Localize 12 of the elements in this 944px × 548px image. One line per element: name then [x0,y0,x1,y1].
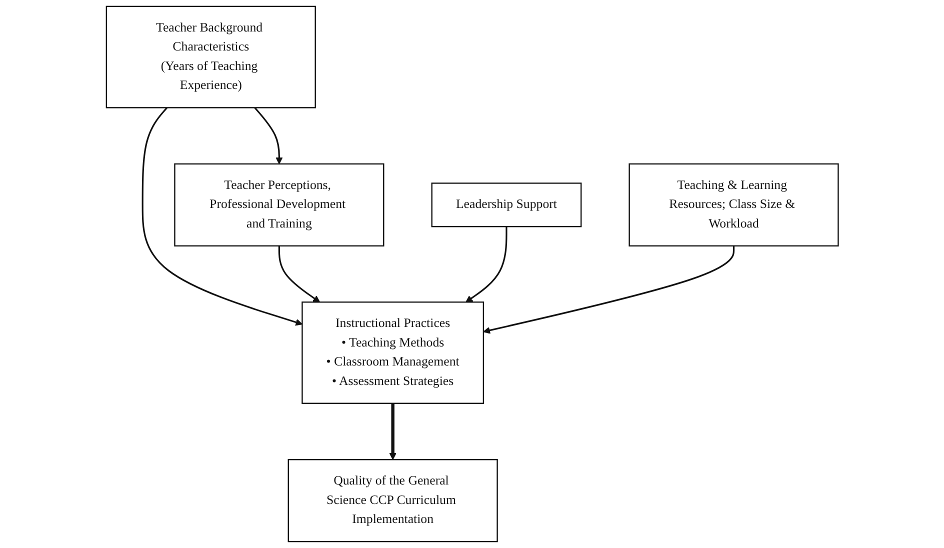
node-box: Instructional Practices • Teaching Methods • Classroom Management • Assessment Strategies [301,302,484,404]
node-box: Teacher Perceptions, Professional Development and Training [174,163,384,246]
arrow [278,246,320,302]
arrow [141,107,302,326]
node-box: Leadership Support [430,182,582,228]
node-box: Teacher Background Characteristics (Years of Teaching Experience) [106,6,316,108]
node-box: Quality of the General Science CCP Curriculum Implementation [287,459,498,542]
arrow [254,107,282,164]
arrow [482,246,734,334]
arrow [388,403,396,460]
arrow [465,226,507,302]
node-box: Teaching & Learning Resources; Class Size & Workload [628,163,838,246]
